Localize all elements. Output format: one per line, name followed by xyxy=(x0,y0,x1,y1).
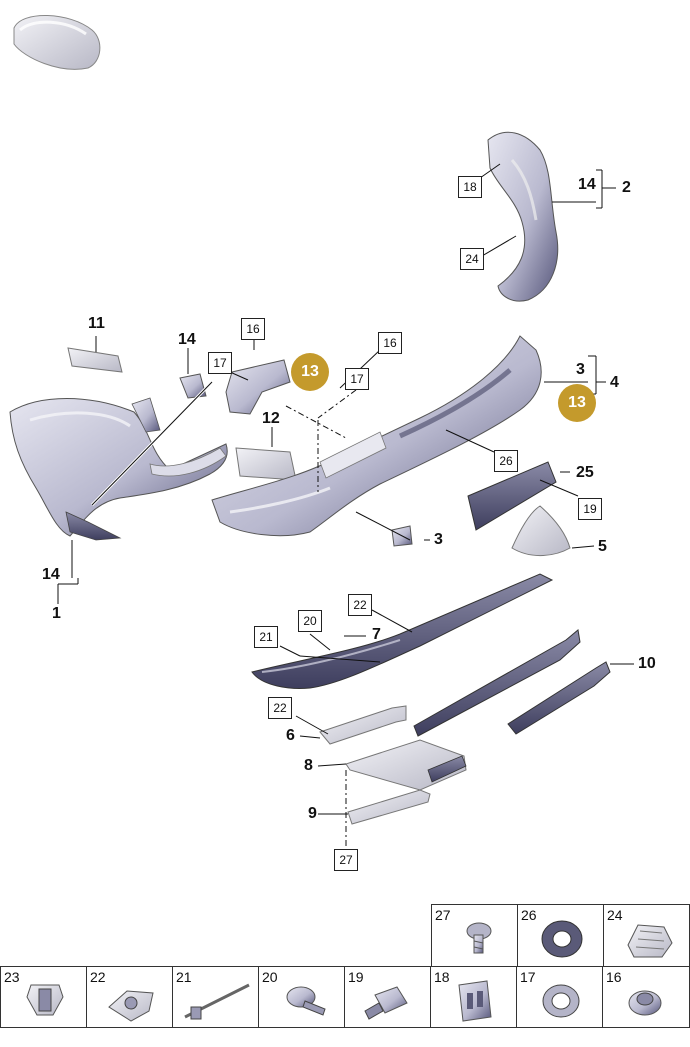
fastener-cell-20[interactable]: 20 xyxy=(258,966,345,1028)
center-strip-part xyxy=(413,629,581,737)
lower-trim-lower-part xyxy=(347,789,431,825)
cable-tie-icon xyxy=(184,983,250,1020)
trim-part xyxy=(511,505,571,556)
label-10: 10 xyxy=(638,655,656,672)
lower-trim-upper-part xyxy=(345,739,467,791)
ref-box-26[interactable]: 26 xyxy=(494,450,518,472)
fastener-cell-17[interactable]: 17 xyxy=(516,966,603,1028)
side-carrier-part xyxy=(487,131,559,302)
label-14-bracket: 14 xyxy=(178,331,196,348)
car-thumbnail-icon xyxy=(13,15,101,70)
fastener-cell-18[interactable]: 18 xyxy=(430,966,517,1028)
fastener-number: 23 xyxy=(4,969,20,985)
fastener-number: 19 xyxy=(348,969,364,985)
label-12: 12 xyxy=(262,410,280,427)
reflector-part xyxy=(67,347,123,373)
label-6: 6 xyxy=(286,727,295,744)
fastener-cell-22[interactable]: 22 xyxy=(86,966,173,1028)
diffuser-part xyxy=(251,573,554,689)
label-3-cap: 3 xyxy=(434,531,443,548)
leader-lines xyxy=(57,163,634,848)
ref-box-24[interactable]: 24 xyxy=(460,248,484,270)
ref-box-22[interactable]: 22 xyxy=(348,594,372,616)
fastener-cell-26[interactable]: 26 xyxy=(517,904,604,967)
fastener-number: 21 xyxy=(176,969,192,985)
fastener-number: 18 xyxy=(434,969,450,985)
screw-icon xyxy=(466,922,492,954)
push-pin-icon xyxy=(286,986,326,1016)
spring-nut-icon xyxy=(108,990,154,1022)
label-7: 7 xyxy=(372,626,381,643)
ref-box-21[interactable]: 21 xyxy=(254,626,278,648)
ring-icon xyxy=(541,920,583,958)
bumper-side-section-part xyxy=(9,397,228,541)
label-1: 1 xyxy=(52,605,61,622)
ref-box-16[interactable]: 16 xyxy=(378,332,402,354)
guide-bracket-part xyxy=(225,359,291,415)
ref-box-18[interactable]: 18 xyxy=(458,176,482,198)
grommet-icon xyxy=(542,984,580,1018)
fastener-number: 20 xyxy=(262,969,278,985)
ref-box-27[interactable]: 27 xyxy=(334,849,358,871)
ref-box-17[interactable]: 17 xyxy=(208,352,232,374)
fastener-cell-16[interactable]: 16 xyxy=(602,966,690,1028)
fastener-cell-19[interactable]: 19 xyxy=(344,966,431,1028)
expansion-rivet-icon xyxy=(26,984,64,1016)
fastener-number: 22 xyxy=(90,969,106,985)
label-25: 25 xyxy=(576,464,594,481)
label-5: 5 xyxy=(598,538,607,555)
label-14-carrier: 14 xyxy=(578,176,596,193)
ref-box-22[interactable]: 22 xyxy=(268,697,292,719)
ref-box-17[interactable]: 17 xyxy=(345,368,369,390)
fastener-cell-27[interactable]: 27 xyxy=(431,904,518,967)
fastener-cell-23[interactable]: 23 xyxy=(0,966,87,1028)
fastener-number: 24 xyxy=(607,907,623,923)
fastener-number: 16 xyxy=(606,969,622,985)
ref-box-16[interactable]: 16 xyxy=(241,318,265,340)
label-11: 11 xyxy=(88,315,105,332)
label-2: 2 xyxy=(622,179,631,196)
highlight-13[interactable]: 13 xyxy=(291,353,329,391)
side-strip-part xyxy=(507,661,611,735)
bracket-strip-part xyxy=(319,705,407,745)
ref-box-19[interactable]: 19 xyxy=(578,498,602,520)
small-bracket-part xyxy=(179,373,207,399)
main-bumper-cover-part xyxy=(211,335,542,537)
fastener-number: 27 xyxy=(435,907,451,923)
label-14-side: 14 xyxy=(42,566,60,583)
clip-icon xyxy=(627,924,673,958)
label-9: 9 xyxy=(308,805,317,822)
fastener-cell-24[interactable]: 24 xyxy=(603,904,690,967)
highlight-13[interactable]: 13 xyxy=(558,384,596,422)
label-8: 8 xyxy=(304,757,313,774)
label-4: 4 xyxy=(610,374,619,391)
license-plate-carrier-part xyxy=(467,461,557,531)
fastener-cell-21[interactable]: 21 xyxy=(172,966,259,1028)
fastener-number: 17 xyxy=(520,969,536,985)
fastener-number: 26 xyxy=(521,907,537,923)
label-3-main: 3 xyxy=(576,361,585,378)
ref-box-20[interactable]: 20 xyxy=(298,610,322,632)
plug-icon xyxy=(364,986,408,1020)
cover-part xyxy=(235,447,297,481)
plug-cap-icon xyxy=(628,990,662,1016)
bracket-clip-icon xyxy=(458,980,492,1022)
